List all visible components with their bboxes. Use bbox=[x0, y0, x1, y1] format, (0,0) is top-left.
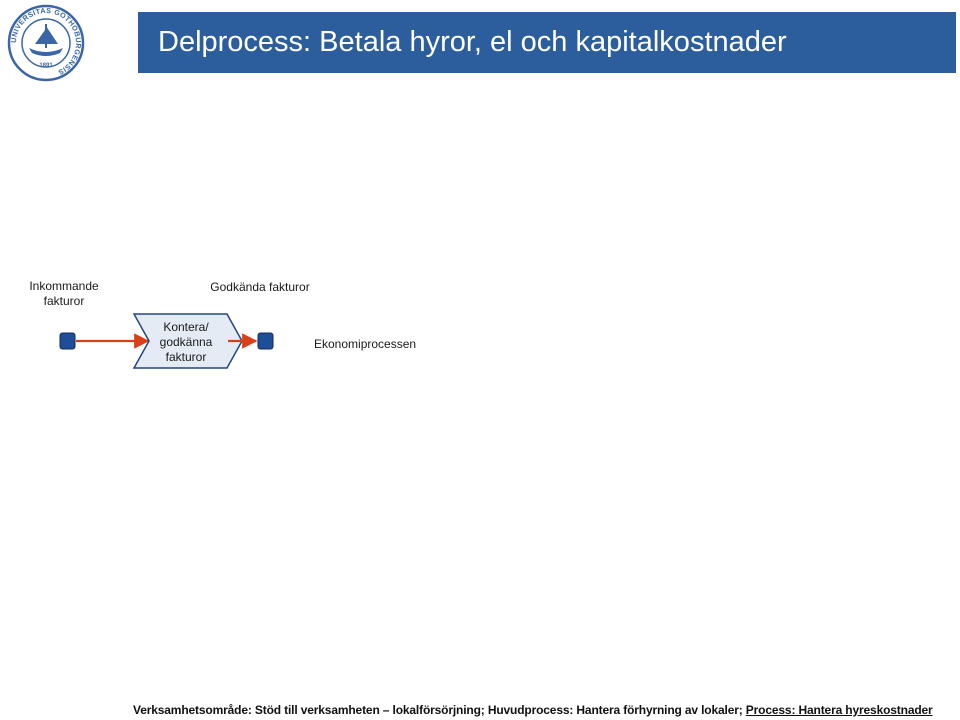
footer-process-link[interactable]: Process: Hantera hyreskostnader bbox=[745, 703, 933, 717]
input-label-line: Inkommande bbox=[29, 279, 99, 293]
seal-year: 1891 bbox=[39, 63, 53, 69]
process-step-label-line: fakturor bbox=[165, 350, 207, 364]
process-step-shape[interactable] bbox=[132, 313, 243, 369]
output-label: Godkända fakturor bbox=[210, 280, 310, 294]
page-title: Delprocess: Betala hyror, el och kapital… bbox=[158, 26, 787, 58]
input-label: Inkommande fakturor bbox=[22, 279, 106, 309]
input-label-line: fakturor bbox=[43, 294, 85, 308]
process-step-label: Kontera/ godkänna fakturor bbox=[140, 320, 232, 365]
output-node[interactable] bbox=[257, 332, 274, 350]
input-node[interactable] bbox=[59, 332, 76, 350]
university-seal-icon: UNIVERSITAS GOTHOBURGENSIS 1891 bbox=[7, 4, 85, 82]
footer-breadcrumb: Verksamhetsområde: Stöd till verksamhete… bbox=[133, 703, 960, 717]
title-bar: Delprocess: Betala hyror, el och kapital… bbox=[138, 12, 956, 73]
footer-text: Verksamhetsområde: Stöd till verksamhete… bbox=[133, 703, 746, 717]
process-step-label-line: godkänna bbox=[159, 335, 213, 349]
process-step-label-line: Kontera/ bbox=[163, 320, 209, 334]
destination-label: Ekonomiprocessen bbox=[314, 337, 417, 351]
